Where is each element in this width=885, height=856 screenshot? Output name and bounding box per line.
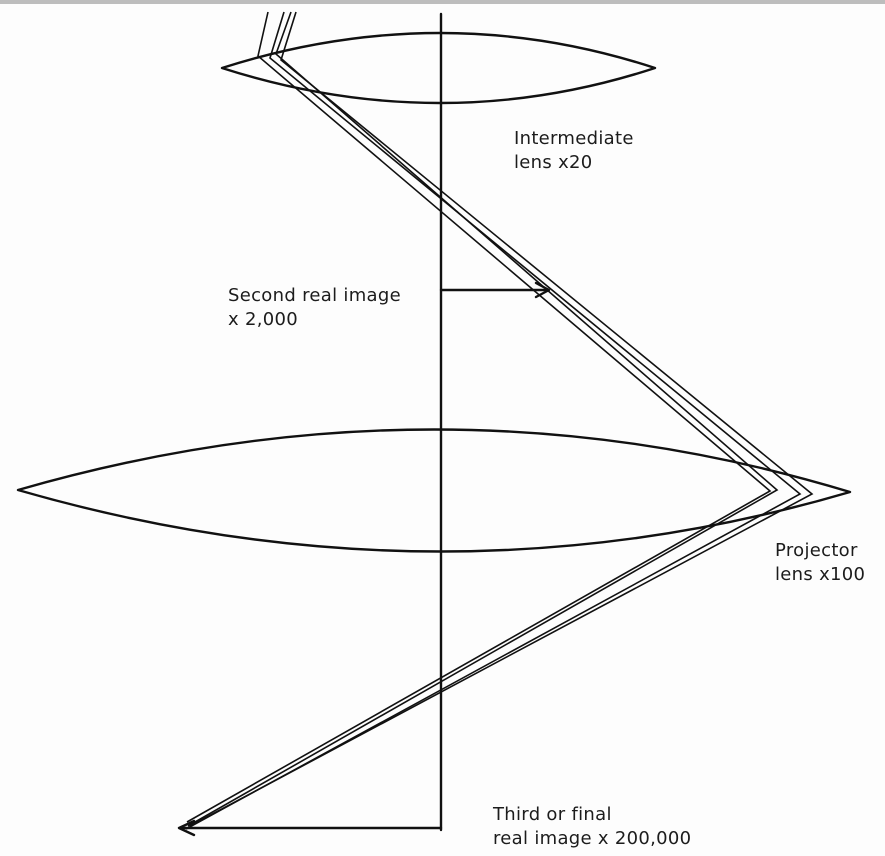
ray-d — [189, 11, 814, 827]
final-image-label-line2: real image x 200,000 — [493, 828, 692, 849]
intermediate-lens-label-line2: lens x20 — [514, 152, 593, 173]
intermediate-lens-label-line1: Intermediate — [514, 128, 634, 149]
second-image-label-line1: Second real image — [228, 285, 401, 306]
final-image-arrowhead — [177, 819, 196, 837]
final-image-label-line1: Third or final — [493, 804, 612, 825]
ray-a — [186, 11, 772, 823]
ray-c — [185, 11, 802, 830]
intermediate-lens-label: Intermediate lens x20 — [514, 127, 634, 175]
projector-lens-label-line1: Projector — [775, 540, 858, 561]
second-image-arrowhead — [534, 281, 551, 299]
final-image-label: Third or final real image x 200,000 — [493, 803, 691, 851]
ray-b — [187, 11, 779, 827]
projector-lens-label-line2: lens x100 — [775, 564, 866, 585]
top-border — [0, 0, 885, 4]
intermediate-lens — [220, 31, 657, 105]
second-image-label-line2: x 2,000 — [228, 309, 299, 330]
projector-lens-label: Projector lens x100 — [775, 539, 865, 587]
second-image-label: Second real image x 2,000 — [228, 284, 401, 332]
projector-lens — [16, 428, 852, 553]
